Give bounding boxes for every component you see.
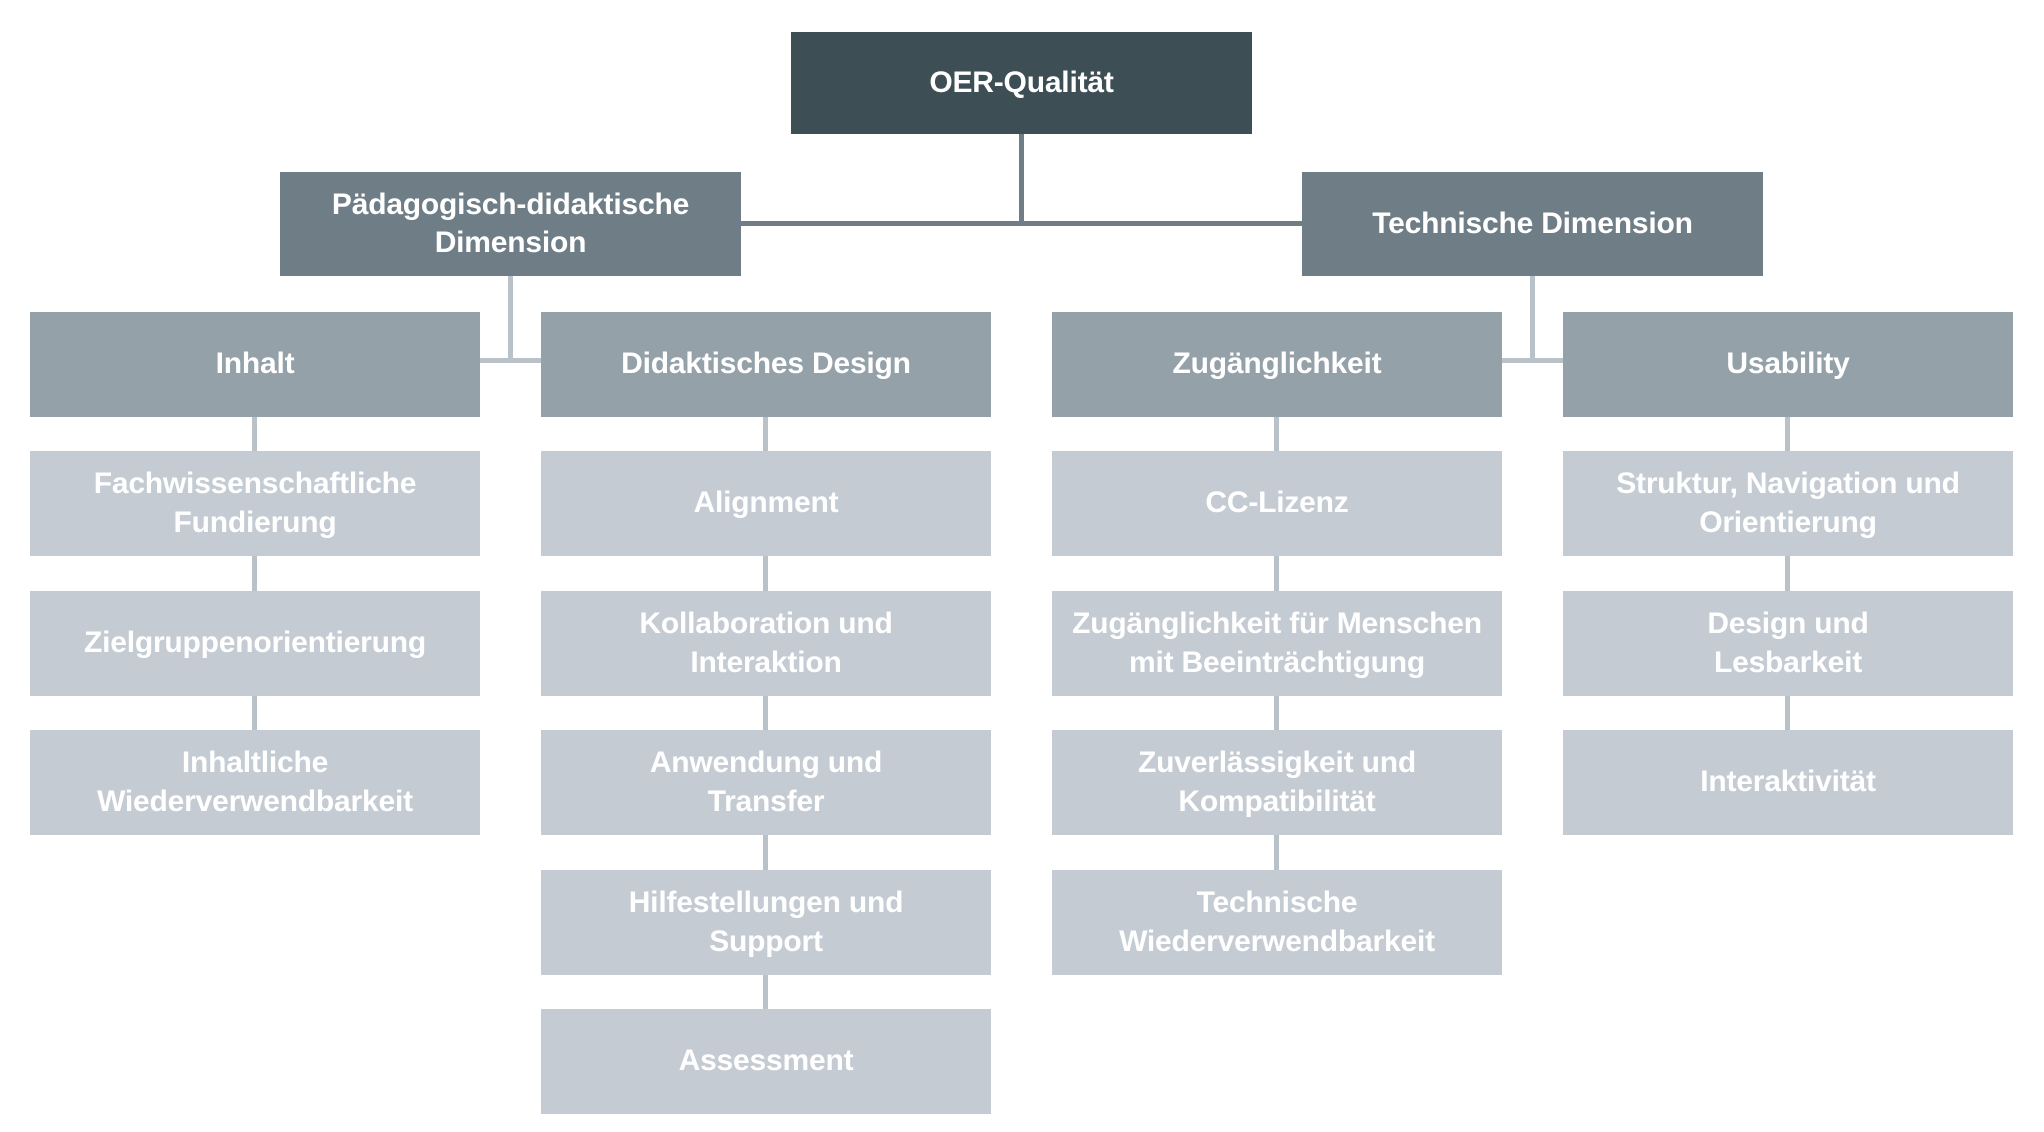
category-header-didaktisches-design: Didaktisches Design — [541, 312, 991, 417]
item-node: Kollaboration und Interaktion — [541, 591, 991, 696]
item-node: Zielgruppenorientierung — [30, 591, 480, 696]
connector-column2-spine — [763, 417, 768, 1014]
item-node: Interaktivität — [1563, 730, 2013, 835]
item-node: Fachwissenschaftliche Fundierung — [30, 451, 480, 556]
connector-dimensions-horizontal — [739, 221, 1304, 226]
connector-column1-spine — [252, 417, 257, 735]
item-node: Zuverlässigkeit und Kompatibilität — [1052, 730, 1502, 835]
connector-dimension2-stub — [1502, 358, 1563, 363]
item-node: Technische Wiederverwendbarkeit — [1052, 870, 1502, 975]
item-node: Design und Lesbarkeit — [1563, 591, 2013, 696]
item-node: Struktur, Navigation und Orientierung — [1563, 451, 2013, 556]
category-header-inhalt: Inhalt — [30, 312, 480, 417]
item-node: Hilfestellungen und Support — [541, 870, 991, 975]
connector-column4-spine — [1785, 417, 1790, 735]
root-node: OER-Qualität — [791, 32, 1252, 134]
item-node: Assessment — [541, 1009, 991, 1114]
dimension-node-technisch: Technische Dimension — [1302, 172, 1763, 276]
category-header-usability: Usability — [1563, 312, 2013, 417]
item-node: Anwendung und Transfer — [541, 730, 991, 835]
connector-dimension2-vertical — [1530, 276, 1535, 363]
category-header-zugaenglichkeit: Zugänglichkeit — [1052, 312, 1502, 417]
item-node: CC-Lizenz — [1052, 451, 1502, 556]
dimension-node-paedagogisch-didaktisch: Pädagogisch-didaktische Dimension — [280, 172, 741, 276]
connector-dimension1-vertical — [508, 276, 513, 363]
connector-root-vertical — [1019, 134, 1024, 224]
item-node: Inhaltliche Wiederverwendbarkeit — [30, 730, 480, 835]
item-node: Zugänglichkeit für Menschen mit Beeinträ… — [1052, 591, 1502, 696]
item-node: Alignment — [541, 451, 991, 556]
connector-dimension1-stub — [480, 358, 541, 363]
